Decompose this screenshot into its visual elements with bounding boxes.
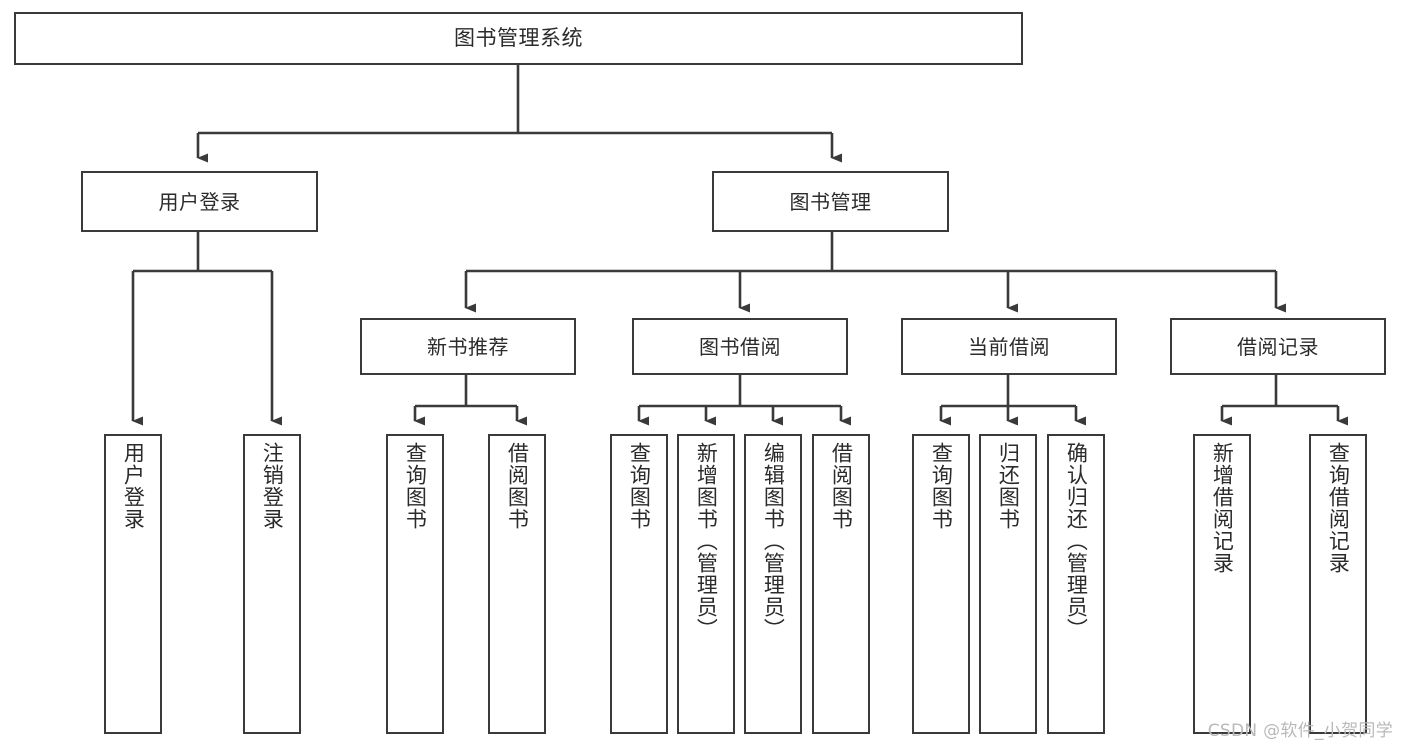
node-label: 归还图书 (996, 442, 1021, 530)
node-label: 编辑图书（管理员） (761, 442, 786, 640)
node-label: 新增借阅记录 (1210, 442, 1235, 574)
node-borrowing-record[interactable]: 借阅记录 (1170, 318, 1386, 375)
connector-group-user-login (131, 232, 282, 426)
node-label: 用户登录 (121, 442, 146, 530)
node-label: 查询图书 (403, 442, 428, 530)
node-label: 图书管理 (789, 189, 872, 214)
node-label: 查询图书 (929, 442, 954, 530)
leaf-logout[interactable]: 注销登录 (243, 434, 301, 734)
node-label: 查询图书 (627, 442, 652, 530)
connector-group-book-manage (464, 232, 1286, 313)
leaf-query-borrow-record[interactable]: 查询借阅记录 (1309, 434, 1367, 734)
node-label: 确认归还（管理员） (1064, 442, 1089, 640)
node-label: 借阅图书 (505, 442, 530, 530)
leaf-query-book-current[interactable]: 查询图书 (912, 434, 970, 734)
connector-group-current-borrow (939, 375, 1086, 426)
leaf-add-book-admin[interactable]: 新增图书（管理员） (677, 434, 735, 734)
node-label: 借阅图书 (829, 442, 854, 530)
node-label: 当前借阅 (968, 334, 1050, 359)
node-book-management[interactable]: 图书管理 (712, 171, 949, 232)
leaf-user-login[interactable]: 用户登录 (104, 434, 162, 734)
leaf-edit-book-admin[interactable]: 编辑图书（管理员） (744, 434, 802, 734)
leaf-query-book-recommend[interactable]: 查询图书 (386, 434, 444, 734)
node-book-borrowing[interactable]: 图书借阅 (632, 318, 848, 375)
leaf-borrow-book[interactable]: 借阅图书 (812, 434, 870, 734)
node-label: 图书管理系统 (454, 25, 583, 50)
connector-group-new-book (413, 375, 527, 426)
node-label: 注销登录 (260, 442, 285, 530)
node-label: 借阅记录 (1237, 334, 1319, 359)
leaf-confirm-return-admin[interactable]: 确认归还（管理员） (1047, 434, 1105, 734)
node-label: 新增图书（管理员） (694, 442, 719, 640)
leaf-return-book[interactable]: 归还图书 (979, 434, 1037, 734)
node-label: 用户登录 (158, 189, 241, 214)
node-label: 图书借阅 (699, 334, 781, 359)
node-label: 查询借阅记录 (1326, 442, 1351, 574)
connector-group-borrow-record (1220, 375, 1348, 426)
node-book-management-system[interactable]: 图书管理系统 (14, 12, 1023, 65)
node-user-login[interactable]: 用户登录 (81, 171, 318, 232)
leaf-borrow-book-recommend[interactable]: 借阅图书 (488, 434, 546, 734)
leaf-add-borrow-record[interactable]: 新增借阅记录 (1193, 434, 1251, 734)
node-label: 新书推荐 (427, 334, 509, 359)
leaf-query-book-borrow[interactable]: 查询图书 (610, 434, 668, 734)
node-current-borrowing[interactable]: 当前借阅 (901, 318, 1117, 375)
node-new-book-recommendation[interactable]: 新书推荐 (360, 318, 576, 375)
connector-group-root (196, 65, 842, 163)
connector-group-book-borrow (637, 375, 851, 426)
